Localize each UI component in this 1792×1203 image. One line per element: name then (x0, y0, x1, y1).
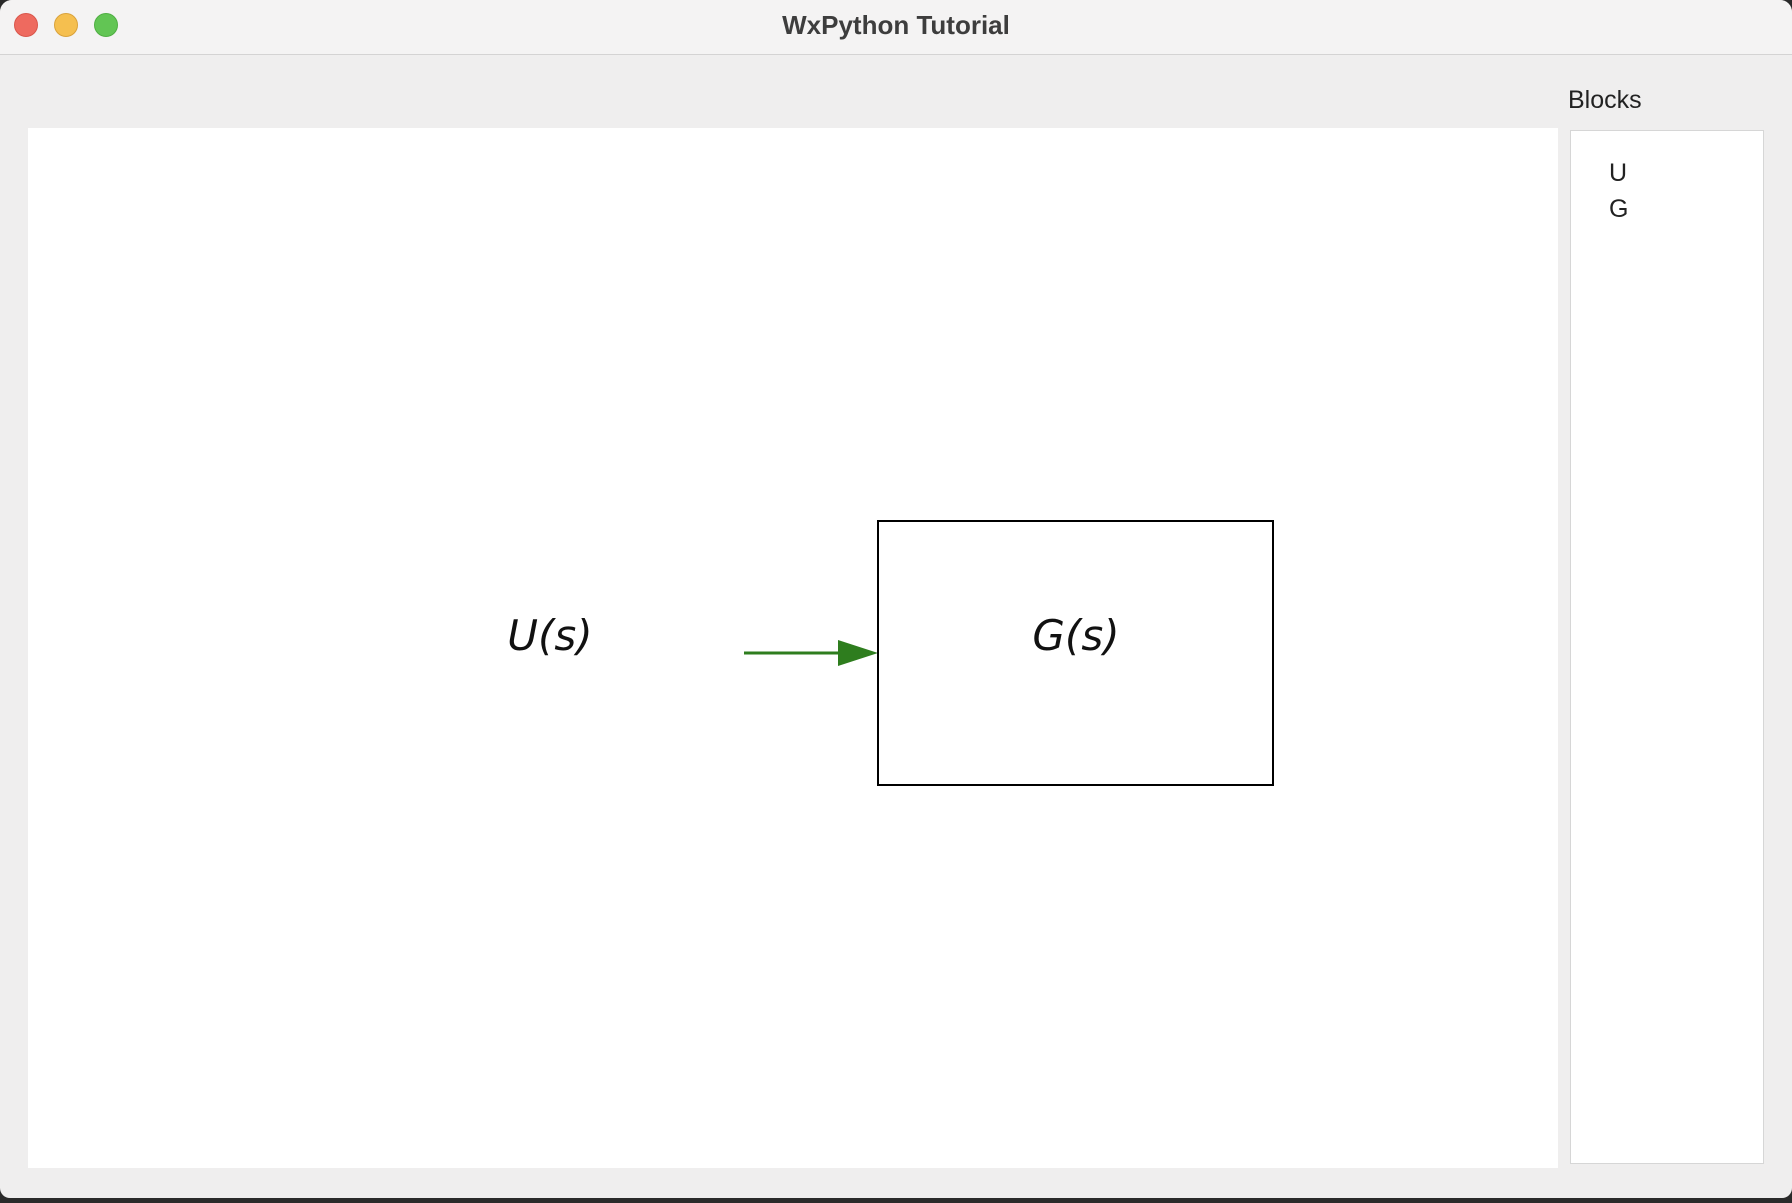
transfer-function-label: G(s) (1032, 611, 1119, 660)
list-item-u[interactable]: U (1609, 159, 1628, 187)
maximize-icon[interactable] (94, 13, 118, 37)
signal-arrow-head (838, 640, 878, 666)
block-diagram: U(s) G(s) (507, 520, 1274, 786)
blocks-panel-title: Blocks (1568, 86, 1642, 114)
close-icon[interactable] (14, 13, 38, 37)
input-signal-label[interactable]: U(s) (507, 611, 592, 660)
title-bar[interactable]: WxPython Tutorial (0, 0, 1792, 55)
list-item-g[interactable]: G (1609, 195, 1629, 223)
desktop-background (0, 1198, 1792, 1203)
transfer-function-block[interactable] (877, 520, 1274, 786)
blocks-list[interactable]: U G (1570, 130, 1764, 1164)
minimize-icon[interactable] (54, 13, 78, 37)
diagram-canvas[interactable]: U(s) G(s) (28, 128, 1558, 1168)
window-title: WxPython Tutorial (782, 10, 1010, 40)
